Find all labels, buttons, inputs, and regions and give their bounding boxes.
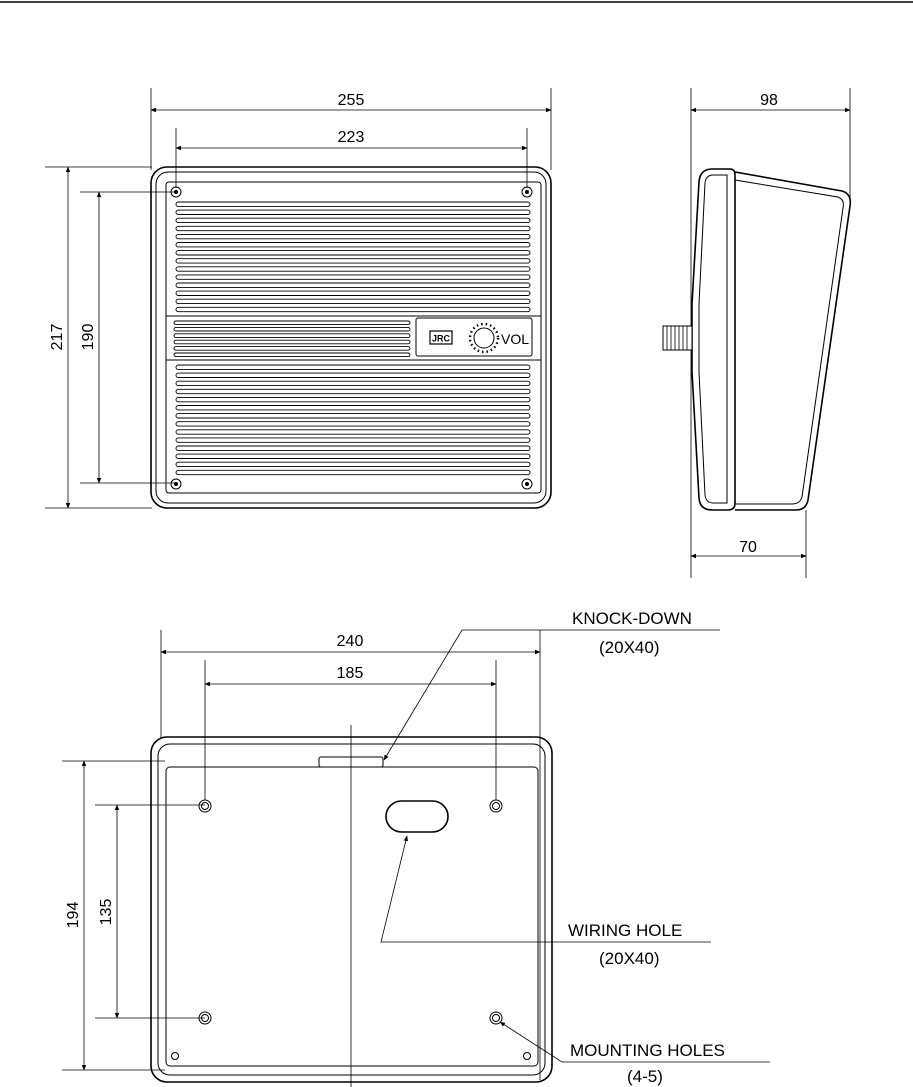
grille-slot (176, 307, 530, 311)
grille-slot (176, 243, 530, 247)
wiring-title: WIRING HOLE (568, 921, 682, 940)
grille-slot (176, 389, 530, 393)
screw-icon (522, 479, 532, 489)
side-rear-shell (735, 172, 850, 510)
grille-slot (176, 226, 530, 230)
corner-screw-icon (172, 1053, 179, 1060)
grille-slot (176, 462, 530, 466)
dim-label-190: 190 (80, 324, 97, 351)
wiring-size: (20X40) (599, 949, 659, 968)
grille-slot (176, 414, 530, 418)
corner-screw-icon (524, 1053, 531, 1060)
volume-knob-icon[interactable] (470, 324, 498, 352)
grille-slot (174, 353, 410, 357)
grille-slot (176, 210, 530, 214)
dim-label-194: 194 (65, 902, 82, 929)
bottom-grille (176, 365, 530, 475)
grille-slot (176, 291, 530, 295)
wiring-hole (386, 801, 448, 832)
grille-slot (176, 470, 530, 474)
top-grille (176, 202, 530, 312)
grille-slot (176, 430, 530, 434)
side-knob-icon (663, 326, 692, 350)
mounting-hole-icon (199, 800, 211, 812)
middle-grille (174, 321, 410, 357)
dim-label-255: 255 (338, 92, 365, 109)
mounting-size: (4-5) (627, 1067, 663, 1086)
grille-slot (176, 202, 530, 206)
grille-slot (176, 251, 530, 255)
mounting-hole-icon (490, 800, 502, 812)
screw-icon (171, 479, 181, 489)
volume-label: VOL (501, 331, 529, 347)
grille-slot (176, 218, 530, 222)
dim-label-70: 70 (739, 539, 757, 556)
grille-slot (176, 381, 530, 385)
dim-label-240: 240 (337, 633, 364, 650)
rear-housing-outer (151, 737, 552, 1082)
grille-slot (176, 397, 530, 401)
grille-slot (174, 340, 410, 344)
grille-slot (176, 446, 530, 450)
knockdown-size: (20X40) (599, 638, 659, 657)
front-view: 255 223 217 190 JRC (45, 88, 551, 508)
grille-slot (176, 365, 530, 369)
grille-slot (176, 373, 530, 377)
grille-slot (174, 334, 410, 338)
knockdown-title: KNOCK-DOWN (572, 609, 692, 628)
grille-slot (174, 327, 410, 331)
grille-slot (176, 234, 530, 238)
grille-slot (174, 321, 410, 325)
grille-slot (174, 347, 410, 351)
grille-slot (176, 267, 530, 271)
dim-label-185: 185 (337, 665, 364, 682)
dim-label-223: 223 (338, 129, 365, 146)
side-view: 98 70 (663, 88, 850, 578)
rear-housing-inner (158, 744, 545, 1075)
grille-slot (176, 299, 530, 303)
mounting-title: MOUNTING HOLES (570, 1041, 725, 1060)
rear-plate (166, 767, 538, 1066)
grille-slot (176, 438, 530, 442)
grille-slot (176, 275, 530, 279)
screw-icon (522, 187, 532, 197)
brand-logo-text: JRC (432, 334, 451, 344)
grille-slot (176, 454, 530, 458)
grille-slot (176, 406, 530, 410)
grille-slot (176, 259, 530, 263)
grille-slot (176, 422, 530, 426)
side-front-bezel (692, 169, 735, 510)
rear-view: 240 185 194 135 KNOCK-DOWN (20X40) WIRIN… (62, 609, 770, 1087)
knockdown-leader (384, 630, 720, 760)
dim-label-98: 98 (760, 92, 778, 109)
dim-label-135: 135 (98, 899, 115, 926)
grille-slot (176, 283, 530, 287)
dim-label-217: 217 (49, 324, 66, 351)
